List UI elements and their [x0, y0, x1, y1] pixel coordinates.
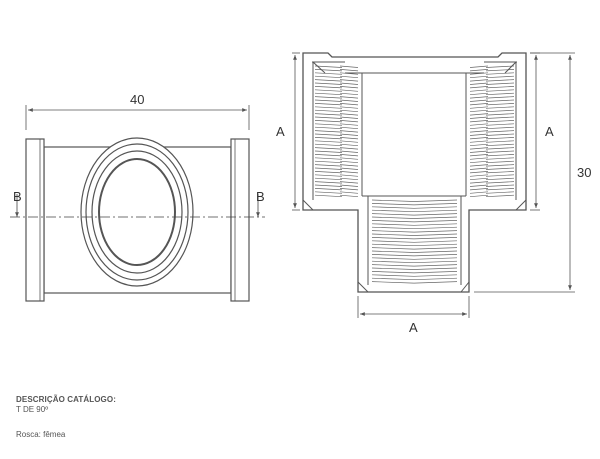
catalog-description: DESCRIÇÃO CATÁLOGO: T DE 90º	[16, 395, 116, 415]
thread-type: Rosca: fêmea	[16, 430, 66, 439]
dimension-a-bottom	[357, 296, 470, 318]
thread-left	[314, 65, 359, 198]
dimension-length-value: 40	[130, 92, 144, 107]
tee-outline	[302, 52, 527, 293]
dimension-a-left-label: A	[276, 124, 285, 139]
dimension-length	[25, 105, 250, 130]
section-label-b-left: B	[13, 189, 22, 204]
branch-outlet-bore	[98, 158, 176, 266]
section-label-b-right: B	[256, 189, 265, 204]
thread-right	[469, 65, 515, 198]
left-collar	[25, 138, 45, 302]
dimension-a-right-label: A	[545, 124, 554, 139]
right-collar	[230, 138, 250, 302]
dimension-a-left	[292, 52, 300, 211]
dimension-height	[474, 52, 575, 293]
thread-bottom	[371, 199, 458, 284]
dimension-a-bottom-label: A	[409, 320, 418, 335]
branch-outlet-outer	[80, 137, 194, 287]
centerline-b: B B	[10, 189, 265, 218]
top-view	[25, 137, 250, 302]
dimension-a-right	[530, 52, 540, 211]
catalog-item: T DE 90º	[16, 405, 49, 414]
catalog-title: DESCRIÇÃO CATÁLOGO:	[16, 395, 116, 404]
dimension-height-value: 30	[577, 165, 591, 180]
section-view	[302, 52, 527, 293]
